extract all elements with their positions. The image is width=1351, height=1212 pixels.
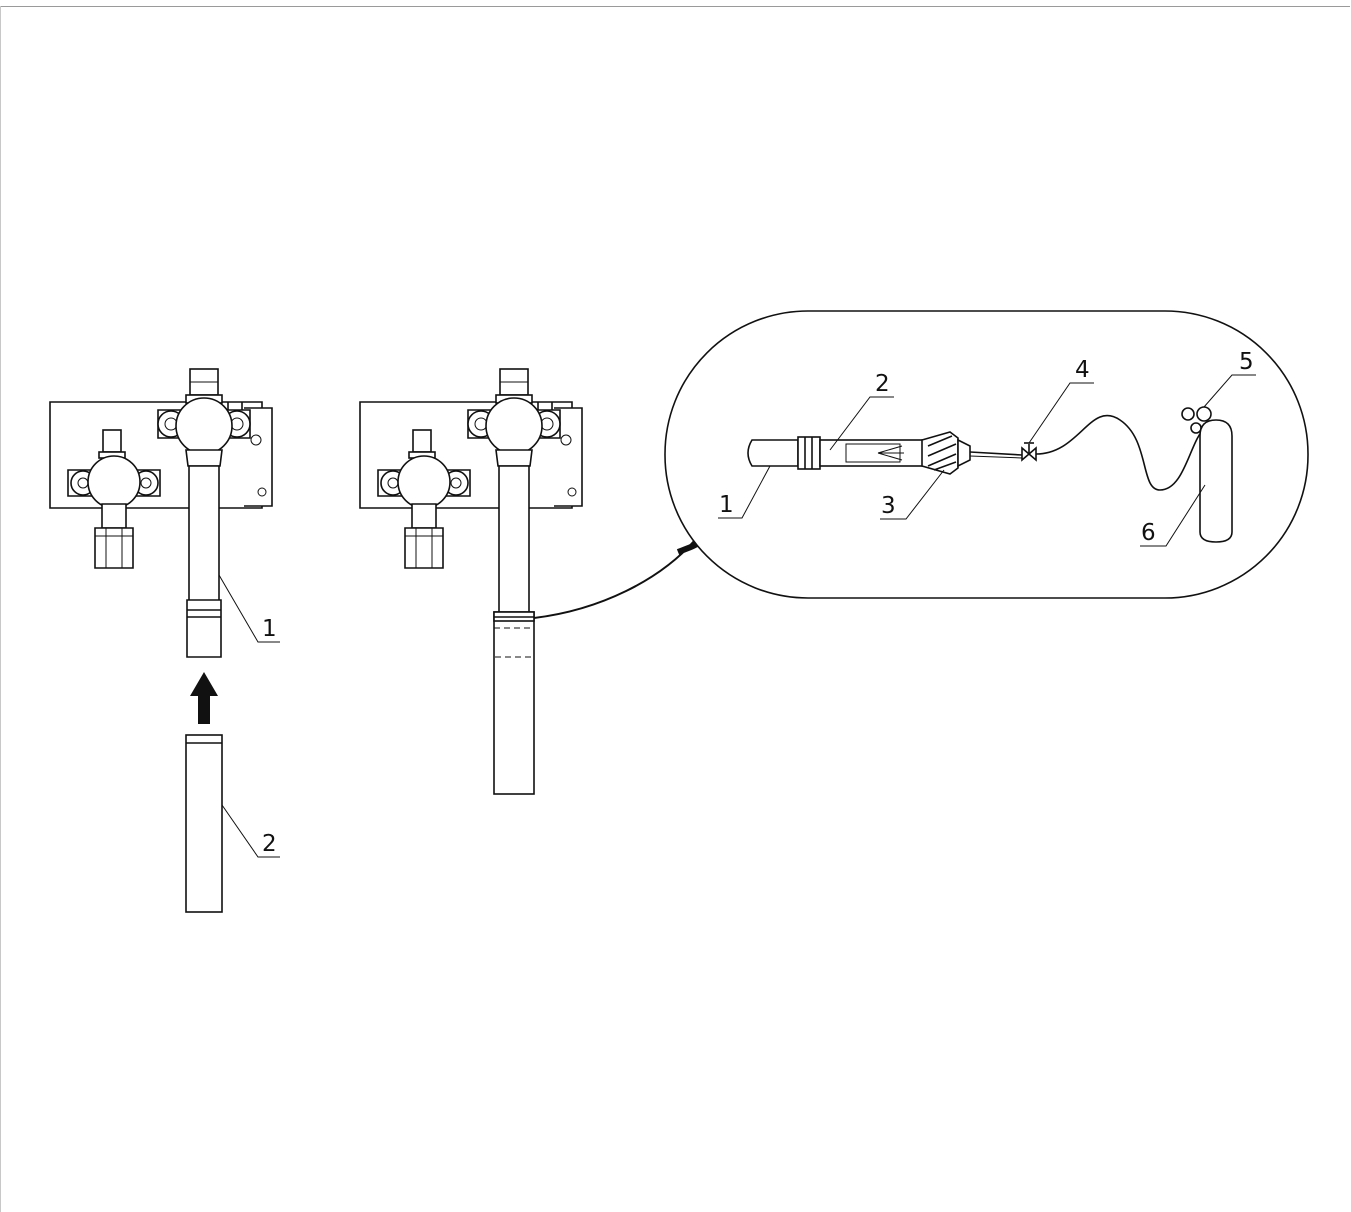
detail-label-5: 5 xyxy=(1239,349,1254,375)
up-arrow-icon xyxy=(190,672,218,724)
top-border xyxy=(0,0,1350,7)
left-border xyxy=(0,6,1,1212)
middle-valve-assembly xyxy=(359,368,583,795)
detail-label-2: 2 xyxy=(875,371,890,397)
label-pipe-1: 1 xyxy=(262,616,277,642)
detail-label-1: 1 xyxy=(719,492,734,518)
detail-label-6: 6 xyxy=(1141,520,1156,546)
detail-label-4: 4 xyxy=(1075,357,1090,383)
detail-bubble xyxy=(664,310,1309,599)
detail-label-3: 3 xyxy=(881,493,896,519)
label-extension-pipe-2: 2 xyxy=(262,831,277,857)
left-valve-assembly xyxy=(49,368,280,658)
extension-pipe-loose xyxy=(185,734,280,913)
